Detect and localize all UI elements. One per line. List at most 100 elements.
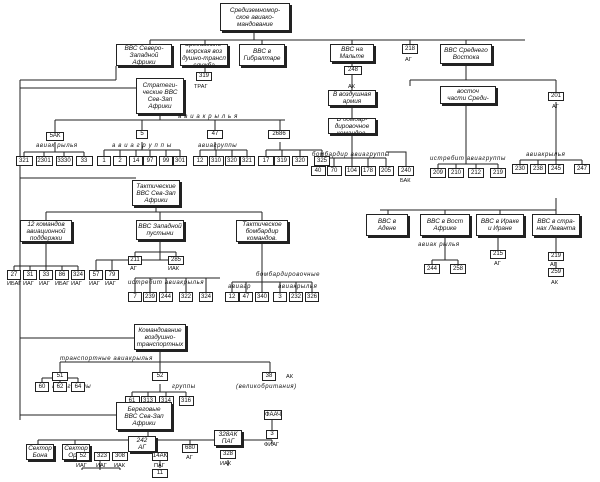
bomber-label: бомбардировочные	[256, 272, 321, 278]
support-unit-33-type: ИАГ	[39, 281, 50, 287]
east-africa-wings-label: авиак рылья	[418, 242, 460, 248]
unit-3: 3	[266, 430, 278, 439]
strategic-group-unit-2: 2	[113, 156, 127, 166]
unit-211-type: АГ	[130, 266, 137, 272]
wing-47-label: авиагруппы	[198, 143, 238, 149]
malta-bomber-node: В бомбар- дировочное командов.	[328, 118, 376, 134]
unit-328-node: 328АК ПАГ	[214, 430, 242, 446]
unit-215: 215	[490, 250, 506, 259]
wing-5ak: 5АК	[46, 132, 64, 141]
unit-201: 201	[548, 92, 564, 101]
malta-bomber-label: бомбардир авиагруппы	[312, 152, 390, 158]
nw-africa-node: ВВС Северо- Западной Африки	[116, 44, 172, 66]
strategic-2686-unit-17: 17	[258, 156, 274, 166]
malta-bomber-unit-40: 40	[310, 166, 326, 176]
troop-52-unit-316: 316	[178, 396, 194, 406]
unit-248: 248	[344, 66, 362, 75]
malta-bomber-unit-178: 178	[360, 166, 376, 176]
me-wing-unit-230: 230	[512, 164, 528, 174]
bomber-groups-label: авиагр	[228, 284, 252, 290]
unit-211: 211	[128, 256, 142, 265]
unit-259-type: АК	[551, 280, 558, 286]
me-fighter-unit-209: 209	[430, 168, 446, 178]
levant-node: ВВС в стра- нах Леванта	[532, 214, 580, 236]
unit-240: 240	[398, 166, 414, 176]
root-node: Средиземномор- ское авиако- мандование	[220, 3, 290, 31]
unit-38: 38	[262, 372, 276, 381]
unit-52: 52	[76, 452, 90, 461]
malta-bomber-unit-205: 205	[378, 166, 394, 176]
unit-14: 14АК	[152, 452, 168, 461]
support-unit-86: 86	[55, 270, 69, 280]
tactical-bomber-node: Тактическое бомбардир командов.	[236, 220, 288, 242]
malta-bomber-unit-104: 104	[344, 166, 360, 176]
strategic-wings-label: а в и а к р ы л ь я	[178, 114, 238, 120]
support-unit-31: 31	[23, 270, 37, 280]
support-unit-27-type: ИБАГ	[7, 281, 22, 287]
unit-308: 308	[112, 452, 128, 461]
unit-38-note: (великобритания)	[236, 384, 297, 390]
me-fighter-unit-210: 210	[448, 168, 464, 178]
strategic-group-unit-97: 97	[143, 156, 157, 166]
bomber-group-unit-47: 47	[239, 292, 253, 302]
strategic-2686-unit-325: 325	[314, 156, 330, 166]
iraq-iran-node: ВВС в Ираке и Иране	[476, 214, 524, 236]
wing-47: 47	[207, 130, 223, 139]
fighter-wing-unit-322: 322	[179, 292, 193, 302]
bomber-wing-unit-326: 326	[305, 292, 319, 302]
troop-51-unit-62: 62	[53, 382, 67, 392]
coastal-node: Береговые ВВС Сев-Зап Африки	[116, 402, 172, 430]
western-desert-unit-57: 57	[89, 270, 103, 280]
strategic-group-unit-301: 301	[173, 156, 187, 166]
support-unit-324: 324	[71, 270, 85, 280]
strategic-group-unit-1: 1	[97, 156, 111, 166]
unit-285-type: ИАК	[168, 266, 180, 272]
unit-219-type: АГ	[550, 262, 557, 268]
malta-node: ВВС на Мальте	[330, 44, 374, 62]
unit-258-ea: 258	[450, 264, 466, 274]
middle-east-node: ВВС Среднего Востока	[440, 44, 492, 64]
unit-328b-type: ИАК	[220, 461, 232, 467]
western-desert-node: ВВС Западной пустыни	[136, 220, 184, 240]
mediterranean-transport-node: Средиземно- морская воз душно-трансп слу…	[180, 44, 228, 66]
wing-51: 51	[52, 372, 68, 381]
unit-328b: 328	[220, 450, 236, 459]
me-fighter-unit-212: 212	[468, 168, 484, 178]
fighter-wing-unit-244: 244	[159, 292, 173, 302]
sector-bone-node: Сектор Бона	[26, 444, 54, 460]
fighter-wings-label: истребит авиакрылья	[128, 280, 205, 286]
troop-wings-label: транспортные авиакрылья	[60, 356, 153, 362]
unit-3-type: ФИАГ	[264, 442, 280, 448]
bomber-wings-label: авиакрылья	[278, 284, 318, 290]
bomber-group-unit-12: 12	[225, 292, 239, 302]
strategic-group-unit-99: 99	[159, 156, 173, 166]
unit-219-levant: 219	[548, 252, 564, 261]
unit-38-type: АК	[286, 374, 293, 380]
support-command-node: 12 командов авиационной поддержки	[20, 220, 72, 242]
aden-node: ВВС в Адене	[366, 214, 408, 236]
strategic-47-unit-12: 12	[192, 156, 208, 166]
western-desert-unit-79: 79	[105, 270, 119, 280]
unit-259: 259	[548, 268, 564, 277]
me-fighter-unit-219: 219	[490, 168, 506, 178]
troop-carrier-node: Командование воздушно- транспортных	[134, 324, 186, 350]
wing-52: 52	[152, 372, 168, 381]
bomber-wing-unit-232: 232	[289, 292, 303, 302]
unit-308-type: ИАК	[114, 463, 126, 469]
strategic-wing-unit-321: 321	[15, 156, 33, 166]
unit-680: 680	[182, 444, 198, 453]
wing-5-label: а в и а г р у п п ы	[112, 143, 172, 149]
wing-52-label: группы	[172, 384, 196, 390]
bomber-group-unit-340: 340	[255, 292, 269, 302]
unit-14b: 11	[152, 469, 168, 478]
strategic-node: Стратеги- ческие ВВС Сев-Зап Африки	[136, 78, 184, 114]
unit-319: 319	[196, 72, 212, 81]
unit-323: 323	[94, 452, 110, 461]
unit-218-type: АГ	[405, 57, 412, 63]
bomber-wing-unit-3: 3	[273, 292, 287, 302]
unit-244-ea: 244	[424, 264, 440, 274]
malta-bomber-unit-70: 70	[326, 166, 342, 176]
fighter-groups-label: истребит авиагруппы	[430, 156, 506, 162]
strategic-wing-unit-2301: 2301	[35, 156, 53, 166]
